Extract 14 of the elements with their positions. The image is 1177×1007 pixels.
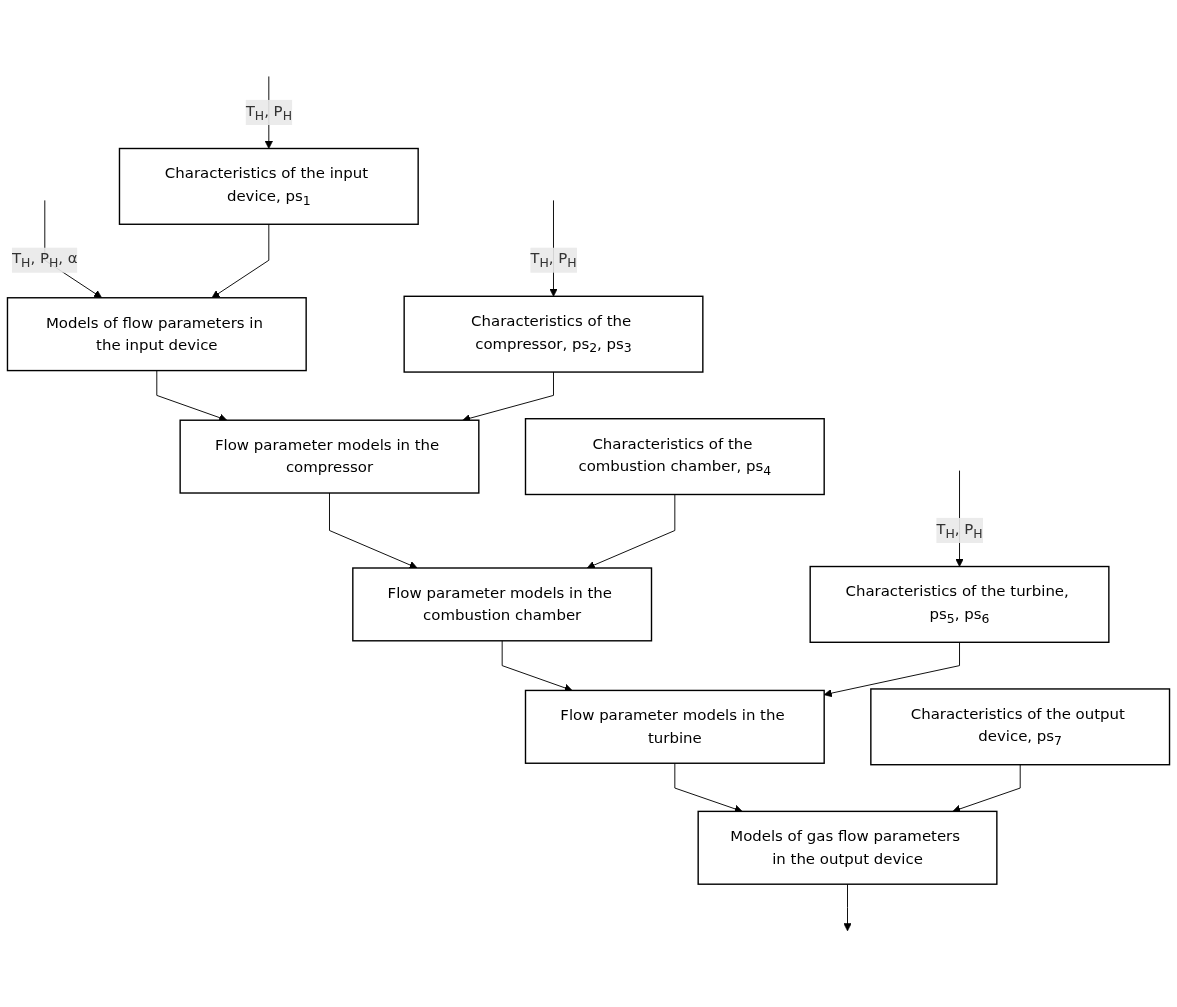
- node-box: Models of gas flow parameters in the output device: [697, 810, 998, 885]
- node-box: Flow parameter models in the turbine: [524, 689, 825, 764]
- edge-label: T$_{H}$, P$_{H}$: [245, 101, 292, 123]
- edge-label: T$_{H}$, P$_{H}$, α: [11, 249, 78, 270]
- node-box: Flow parameter models in the combustion chamber: [352, 567, 653, 642]
- node-box: Characteristics of the compressor, ps$_{2}$, ps$_{3}$: [403, 295, 704, 373]
- edge-label: T$_{H}$, P$_{H}$: [936, 519, 983, 541]
- node-box: Characteristics of the turbine, ps$_{5}$, ps$_{6}$: [809, 565, 1110, 643]
- node-box: Characteristics of the output device, ps$_{7}$: [870, 688, 1171, 766]
- edge-label: T$_{H}$, P$_{H}$: [530, 249, 577, 270]
- node-box: Models of flow parameters in the input device: [6, 296, 307, 372]
- node-box: Characteristics of the combustion chamber, ps$_{4}$: [524, 417, 825, 495]
- node-box: Flow parameter models in the compressor: [179, 419, 480, 494]
- node-box: Characteristics of the input device, ps$_{1}$: [118, 147, 419, 225]
